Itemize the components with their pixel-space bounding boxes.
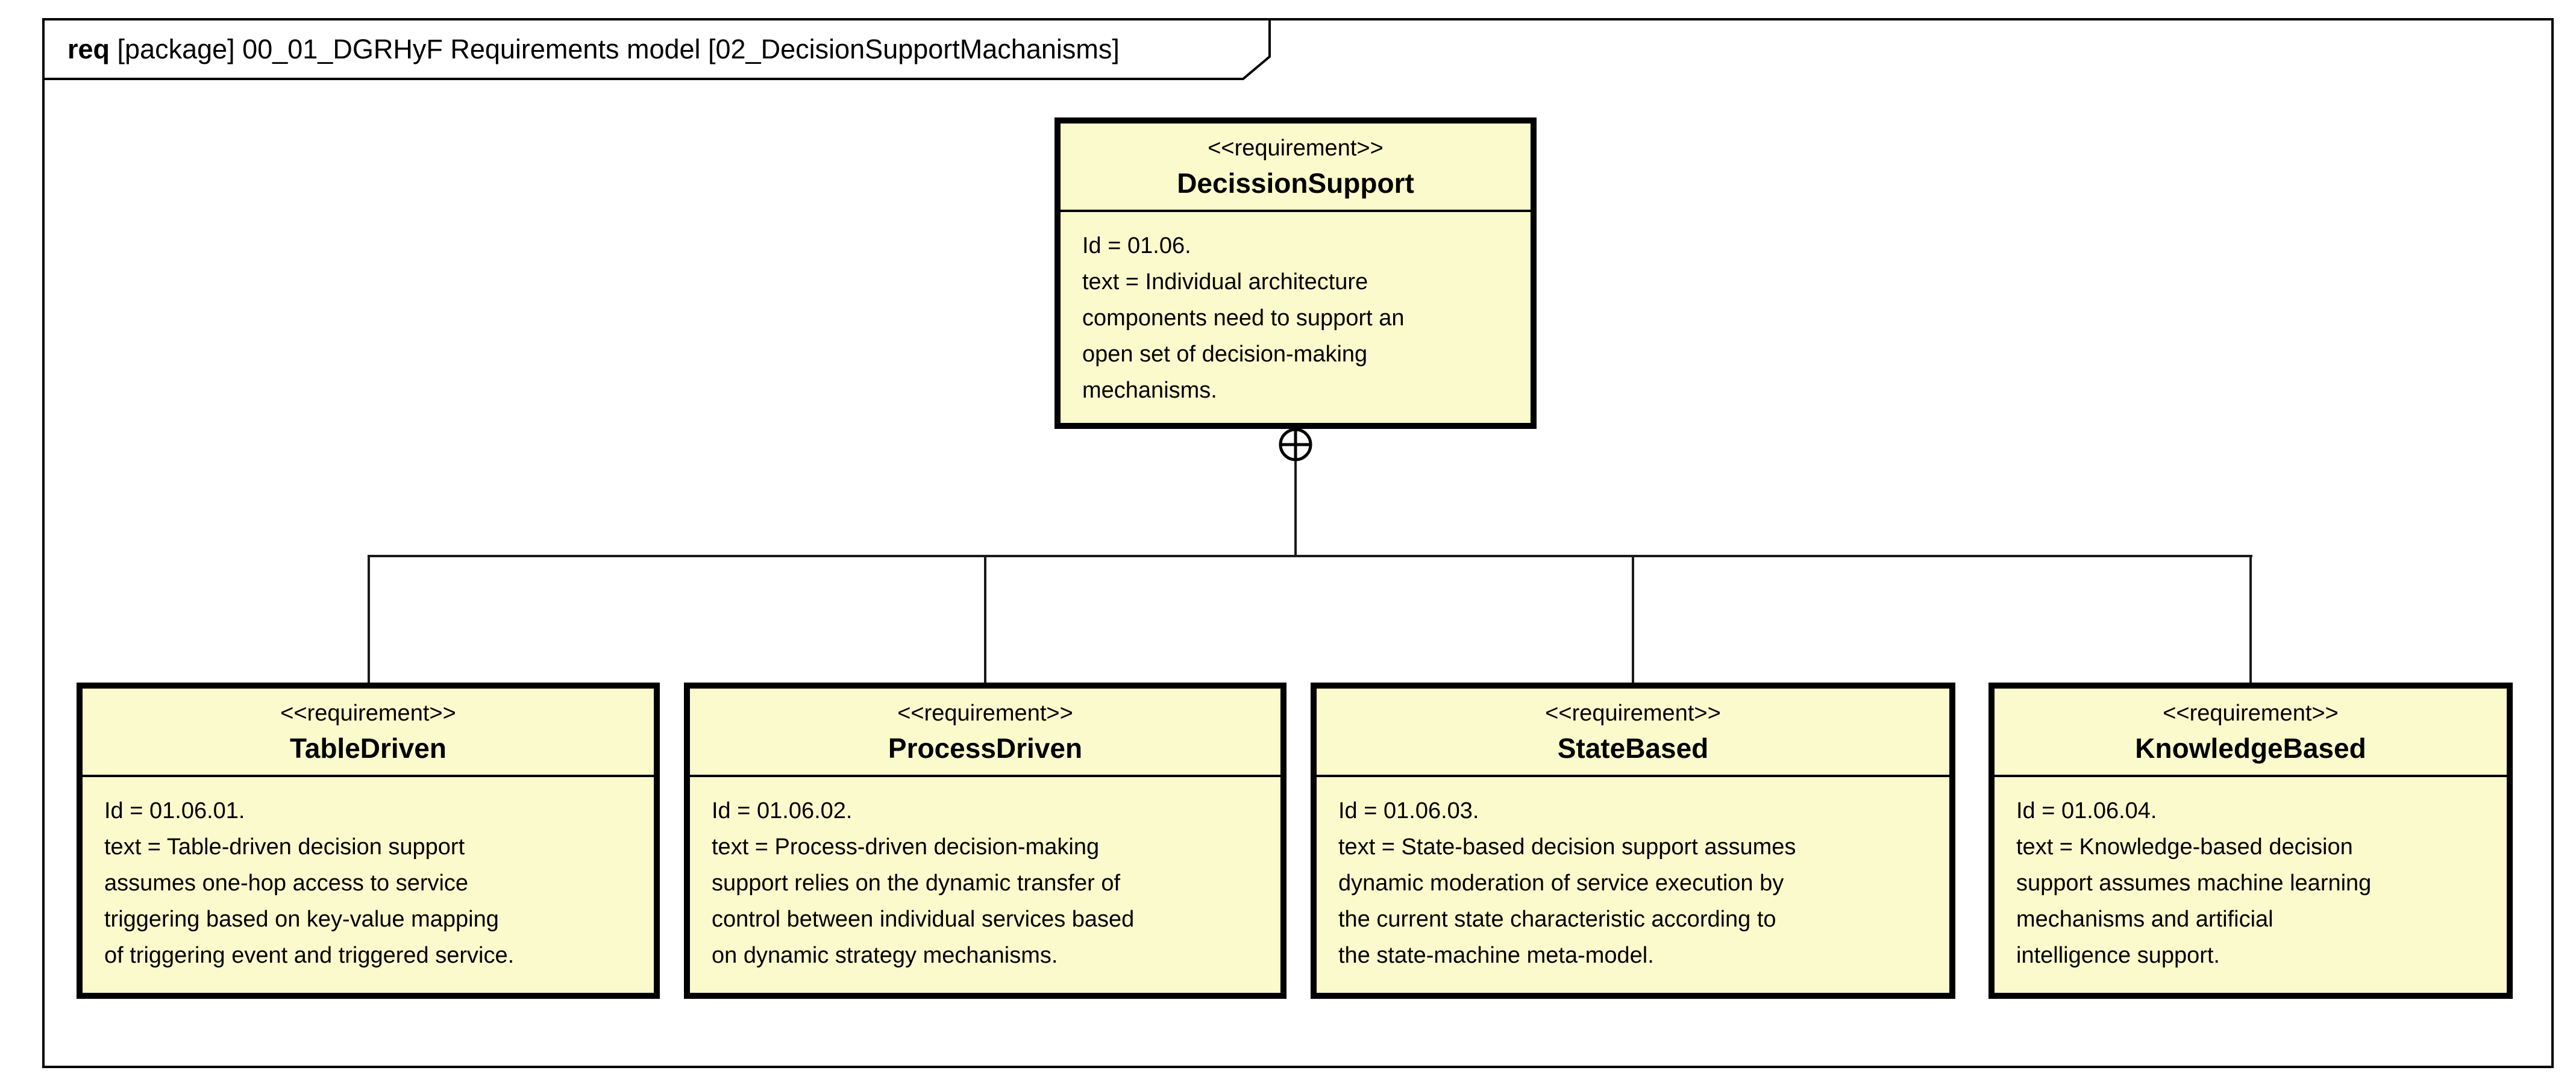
- body-line: control between individual services base…: [712, 907, 1135, 932]
- body-line: text = Knowledge-based decision: [2016, 834, 2353, 860]
- frame-title-text: [package] 00_01_DGRHyF Requirements mode…: [110, 34, 1120, 64]
- stereotype-label: <<requirement>>: [1208, 135, 1384, 161]
- stereotype-label: <<requirement>>: [280, 700, 456, 726]
- body-line: text = Process-driven decision-making: [712, 834, 1100, 860]
- connector-drop-statebased: [1632, 555, 1634, 683]
- requirement-body: Id = 01.06.01. text = Table-driven decis…: [83, 777, 654, 974]
- requirement-name: KnowledgeBased: [2135, 732, 2366, 764]
- requirement-header: <<requirement>> KnowledgeBased: [1995, 689, 2507, 777]
- requirement-node-decissionsupport[interactable]: <<requirement>> DecissionSupport Id = 01…: [1055, 117, 1537, 429]
- requirement-name: DecissionSupport: [1177, 167, 1414, 199]
- body-line: dynamic moderation of service execution …: [1338, 871, 1784, 896]
- requirement-name: ProcessDriven: [888, 732, 1083, 764]
- requirement-node-processdriven[interactable]: <<requirement>> ProcessDriven Id = 01.06…: [684, 683, 1286, 999]
- frame-title-tab: [42, 18, 1271, 80]
- body-line: components need to support an: [1082, 305, 1405, 331]
- requirement-name: StateBased: [1557, 732, 1709, 764]
- body-line: support assumes machine learning: [2016, 871, 2372, 896]
- connector-drop-processdriven: [984, 555, 986, 683]
- body-line: on dynamic strategy mechanisms.: [712, 943, 1058, 968]
- body-line: Id = 01.06.03.: [1338, 798, 1479, 824]
- requirement-header: <<requirement>> TableDriven: [83, 689, 654, 777]
- body-line: assumes one-hop access to service: [104, 871, 469, 896]
- body-line: Id = 01.06.: [1082, 233, 1191, 258]
- body-line: mechanisms.: [1082, 378, 1217, 403]
- requirement-node-tabledriven[interactable]: <<requirement>> TableDriven Id = 01.06.0…: [77, 683, 660, 999]
- stereotype-label: <<requirement>>: [2163, 700, 2339, 726]
- body-line: the current state characteristic accordi…: [1338, 907, 1776, 932]
- body-line: text = Table-driven decision support: [104, 834, 465, 860]
- body-line: Id = 01.06.04.: [2016, 798, 2157, 824]
- body-line: text = Individual architecture: [1082, 269, 1368, 295]
- containment-circle-plus-icon: [1279, 428, 1312, 461]
- requirement-body: Id = 01.06.02. text = Process-driven dec…: [690, 777, 1280, 974]
- stereotype-label: <<requirement>>: [1545, 700, 1721, 726]
- body-line: of triggering event and triggered servic…: [104, 943, 515, 968]
- requirement-header: <<requirement>> DecissionSupport: [1061, 123, 1531, 212]
- body-line: Id = 01.06.02.: [712, 798, 853, 824]
- connector-drop-knowledgebased: [2249, 555, 2252, 683]
- body-line: triggering based on key-value mapping: [104, 907, 499, 932]
- body-line: text = State-based decision support assu…: [1338, 834, 1796, 860]
- requirement-header: <<requirement>> StateBased: [1317, 689, 1949, 777]
- body-line: intelligence support.: [2016, 943, 2220, 968]
- requirement-body: Id = 01.06.04. text = Knowledge-based de…: [1995, 777, 2507, 974]
- connector-drop-tabledriven: [368, 555, 370, 683]
- frame-keyword: req: [67, 34, 110, 64]
- body-line: Id = 01.06.01.: [104, 798, 245, 824]
- body-line: open set of decision-making: [1082, 342, 1368, 367]
- body-line: mechanisms and artificial: [2016, 907, 2274, 932]
- requirement-node-knowledgebased[interactable]: <<requirement>> KnowledgeBased Id = 01.0…: [1988, 683, 2513, 999]
- connector-bus: [368, 555, 2252, 557]
- connector-stem: [1294, 460, 1297, 557]
- requirement-name: TableDriven: [290, 732, 447, 764]
- requirement-node-statebased[interactable]: <<requirement>> StateBased Id = 01.06.03…: [1311, 683, 1955, 999]
- requirement-body: Id = 01.06.03. text = State-based decisi…: [1317, 777, 1949, 974]
- body-line: the state-machine meta-model.: [1338, 943, 1654, 968]
- stereotype-label: <<requirement>>: [897, 700, 1073, 726]
- requirement-body: Id = 01.06. text = Individual architectu…: [1061, 212, 1531, 408]
- frame-title: req [package] 00_01_DGRHyF Requirements …: [67, 31, 1120, 67]
- body-line: support relies on the dynamic transfer o…: [712, 871, 1121, 896]
- requirement-header: <<requirement>> ProcessDriven: [690, 689, 1280, 777]
